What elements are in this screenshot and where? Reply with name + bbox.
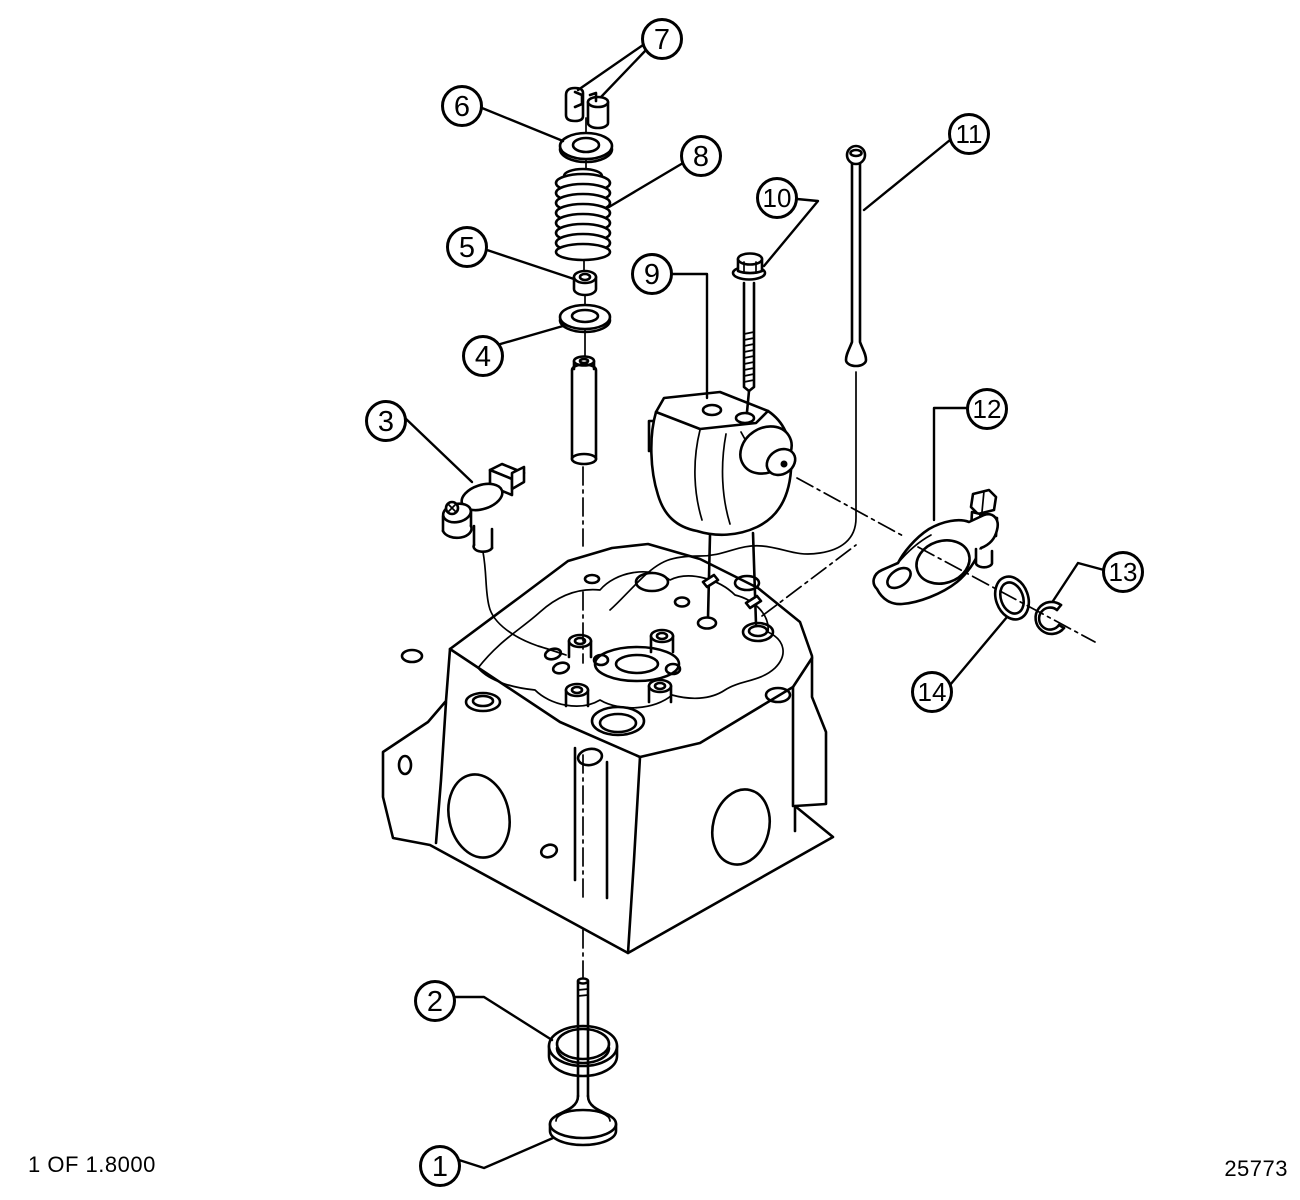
valve-spring [554, 167, 612, 262]
callout-number: 10 [763, 183, 792, 213]
callout-4: 4 [462, 324, 565, 377]
valve-guide [570, 355, 598, 466]
callout-leader-line [762, 197, 820, 268]
callout-14: 14 [911, 615, 1009, 713]
callout-1: 1 [419, 1136, 555, 1187]
callout-leader-line [670, 272, 709, 400]
cylinder-head-body [381, 542, 835, 955]
callout-number: 2 [427, 986, 443, 1018]
callout-balloon [756, 177, 798, 219]
callout-12: 12 [932, 388, 1008, 522]
callout-13: 13 [1051, 551, 1144, 603]
callout-number: 14 [918, 677, 947, 707]
callout-leader-line [457, 1136, 555, 1170]
callout-3: 3 [365, 400, 474, 484]
rocker-pedestal [647, 390, 797, 630]
callout-number: 3 [378, 406, 394, 438]
spring-seat-washer [558, 303, 612, 334]
callout-leader-line [948, 615, 1009, 687]
callout-number: 8 [693, 141, 709, 173]
callout-number: 13 [1109, 557, 1138, 587]
callout-number: 9 [644, 259, 660, 291]
callout-balloon [641, 18, 683, 60]
callout-balloon [365, 400, 407, 442]
valve-seat-insert [547, 1024, 619, 1078]
callout-2: 2 [414, 980, 554, 1042]
callout-balloon [1102, 551, 1144, 593]
spring-retainer [558, 131, 614, 164]
callout-7: 7 [576, 18, 683, 99]
callout-9: 9 [631, 253, 709, 400]
valve-stem-seal [572, 269, 598, 297]
callout-balloon [446, 226, 488, 268]
callout-balloon [966, 388, 1008, 430]
callout-leader-line [1051, 561, 1106, 603]
callout-11: 11 [862, 113, 990, 212]
callout-leader-line [599, 48, 648, 99]
callout-5: 5 [446, 226, 576, 281]
bolt [731, 252, 767, 414]
callout-leader-line [480, 106, 565, 143]
callout-balloon [631, 253, 673, 295]
callout-balloon [948, 113, 990, 155]
valve-keepers [564, 86, 610, 130]
push-rod [609, 144, 868, 611]
callout-balloon [441, 85, 483, 127]
callout-6: 6 [441, 85, 565, 143]
callout-leader-line [862, 138, 952, 212]
callout-number: 5 [459, 232, 475, 264]
sheet-label: 1 OF 1.8000 [28, 1152, 156, 1177]
callout-leader-line [932, 406, 969, 522]
lever [441, 462, 567, 656]
rocker-shaft-axis [761, 477, 1096, 643]
callout-balloon [680, 135, 722, 177]
callout-number: 12 [973, 394, 1002, 424]
callout-leader-line [485, 248, 576, 281]
callout-10: 10 [756, 177, 820, 268]
callout-balloon [462, 335, 504, 377]
snap-ring [1034, 600, 1066, 636]
callout-number: 7 [654, 24, 670, 56]
callout-leader-line [576, 43, 645, 92]
stud-sleeves [564, 628, 675, 708]
drawing-number: 25773 [1224, 1156, 1288, 1181]
callout-leader-line [495, 324, 565, 347]
callout-number: 6 [454, 91, 470, 123]
callout-number: 1 [432, 1151, 448, 1183]
callout-balloon [414, 980, 456, 1022]
callout-8: 8 [607, 135, 722, 209]
callout-leader-line [402, 415, 474, 484]
rocker-arm [872, 488, 999, 606]
valve [548, 977, 618, 1147]
callout-balloon [911, 671, 953, 713]
callout-leader-line [607, 161, 685, 209]
callout-balloon [419, 1145, 461, 1187]
callout-number: 11 [956, 119, 983, 149]
callout-number: 4 [475, 341, 491, 373]
callout-leader-line [454, 995, 554, 1042]
